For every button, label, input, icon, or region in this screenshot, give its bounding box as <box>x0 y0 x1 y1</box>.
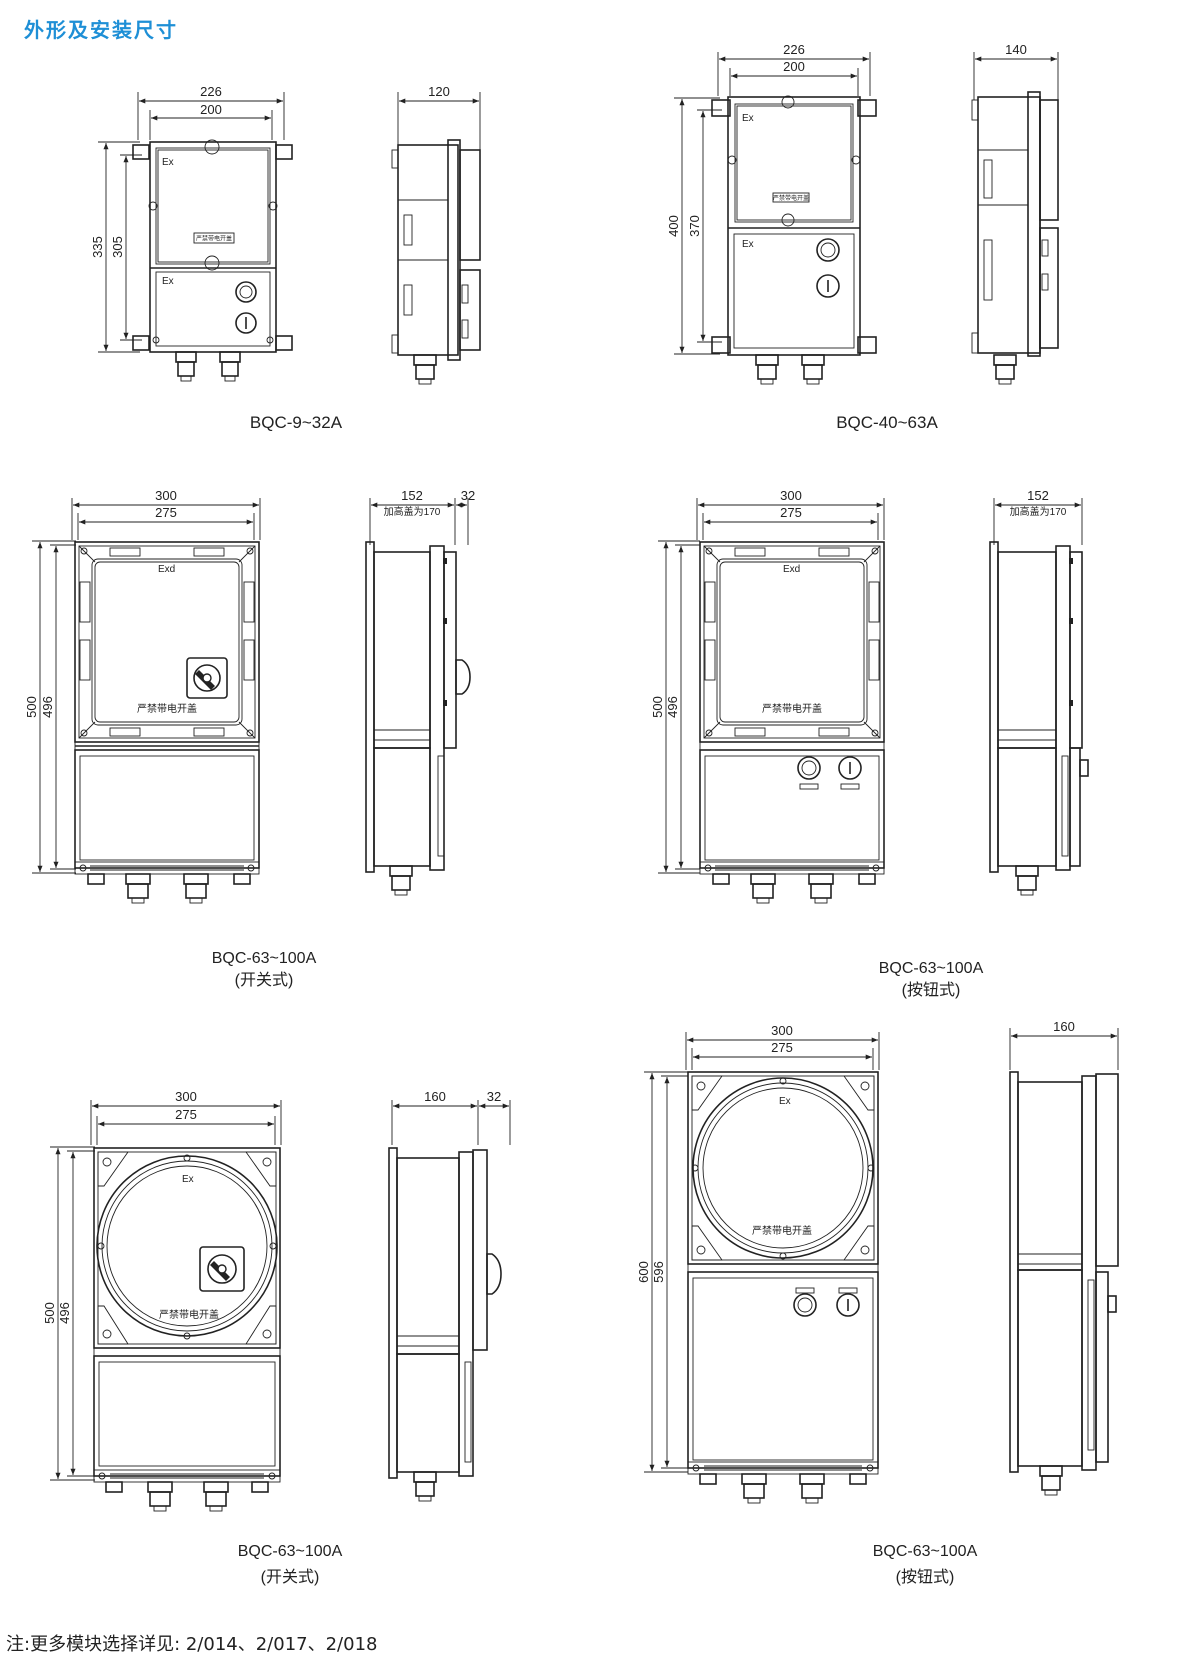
m5-inner-width: 275 <box>175 1107 197 1122</box>
m4-outer-height: 500 <box>650 696 665 718</box>
m6-outer-width: 300 <box>771 1023 793 1038</box>
model-4-front-view <box>658 498 885 904</box>
m3-outer-width: 300 <box>155 488 177 503</box>
model-2-front-view <box>674 52 877 385</box>
m2-outer-height: 400 <box>666 215 681 237</box>
m6-warning: 严禁带电开盖 <box>752 1224 812 1237</box>
m3-outer-height: 500 <box>24 696 39 718</box>
m1-inner-width: 200 <box>200 102 222 117</box>
m5-caption: BQC-63~100A <box>238 1543 343 1560</box>
m3-extra: 32 <box>461 488 475 503</box>
m6-ex-mark: Ex <box>779 1096 791 1107</box>
model-4-side-view <box>989 498 1089 896</box>
m5-warning: 严禁带电开盖 <box>159 1308 219 1321</box>
model-5-side-view <box>388 1100 511 1502</box>
model-1-side-view <box>391 92 481 385</box>
m3-inner-width: 275 <box>155 505 177 520</box>
m1-ex-mark-top: Ex <box>162 157 174 168</box>
m1-inner-height: 305 <box>110 236 125 258</box>
m3-caption: BQC-63~100A <box>212 950 317 967</box>
m1-caption: BQC-9~32A <box>250 413 343 432</box>
m4-outer-width: 300 <box>780 488 802 503</box>
m3-heightened-cover: 加高盖为170 <box>384 505 441 518</box>
model-6-side-view <box>1009 1028 1119 1496</box>
m4-warning: 严禁带电开盖 <box>762 702 822 715</box>
model-2-side-view <box>971 52 1059 385</box>
m3-exd-mark: Exd <box>158 564 175 575</box>
m2-ex-mark-bottom: Ex <box>742 239 754 250</box>
m4-caption: BQC-63~100A <box>879 960 984 977</box>
m4-depth: 152 <box>1027 488 1049 503</box>
m2-caption: BQC-40~63A <box>836 413 938 432</box>
m4-variant: (按钮式) <box>902 981 961 999</box>
m2-warning: 严禁带电开盖 <box>773 194 809 202</box>
m4-heightened-cover: 加高盖为170 <box>1010 505 1067 518</box>
dimension-labels: 226 200 335 305 120 Ex Ex 严禁带电开盖 226 200… <box>24 42 1075 1324</box>
m5-outer-width: 300 <box>175 1089 197 1104</box>
m1-warning: 严禁带电开盖 <box>196 235 232 243</box>
m3-warning: 严禁带电开盖 <box>137 702 197 715</box>
model-3-side-view <box>365 498 471 896</box>
m4-exd-mark: Exd <box>783 564 800 575</box>
model-captions: BQC-9~32A BQC-40~63A BQC-63~100A (开关式) B… <box>212 413 984 1586</box>
page-title: 外形及安装尺寸 <box>24 18 178 42</box>
model-5-front-view <box>50 1100 282 1512</box>
m6-variant: (按钮式) <box>896 1568 955 1586</box>
model-3-front-view <box>32 498 261 904</box>
m6-inner-width: 275 <box>771 1040 793 1055</box>
m1-depth: 120 <box>428 84 450 99</box>
m3-inner-height: 496 <box>40 696 55 718</box>
m2-inner-width: 200 <box>783 59 805 74</box>
m5-extra: 32 <box>487 1089 501 1104</box>
m2-inner-height: 370 <box>687 215 702 237</box>
m2-depth: 140 <box>1005 42 1027 57</box>
model-6-front-view <box>644 1032 880 1504</box>
m1-outer-height: 335 <box>90 236 105 258</box>
m6-depth: 160 <box>1053 1019 1075 1034</box>
footnote: 注:更多模块选择详见: 2/014、2/017、2/018 <box>6 1634 378 1655</box>
m5-ex-mark: Ex <box>182 1174 194 1185</box>
m2-outer-width: 226 <box>783 42 805 57</box>
m5-inner-height: 496 <box>57 1302 72 1324</box>
m2-ex-mark-top: Ex <box>742 113 754 124</box>
m4-inner-height: 496 <box>665 696 680 718</box>
m3-depth: 152 <box>401 488 423 503</box>
m5-outer-height: 500 <box>42 1302 57 1324</box>
m5-variant: (开关式) <box>261 1568 320 1586</box>
m6-caption: BQC-63~100A <box>873 1543 978 1560</box>
m3-variant: (开关式) <box>235 971 294 989</box>
m4-inner-width: 275 <box>780 505 802 520</box>
m1-outer-width: 226 <box>200 84 222 99</box>
m1-ex-mark-bottom: Ex <box>162 276 174 287</box>
m6-outer-height: 600 <box>636 1261 651 1283</box>
model-1-front-view <box>98 92 293 382</box>
m6-inner-height: 596 <box>651 1261 666 1283</box>
m5-depth: 160 <box>424 1089 446 1104</box>
